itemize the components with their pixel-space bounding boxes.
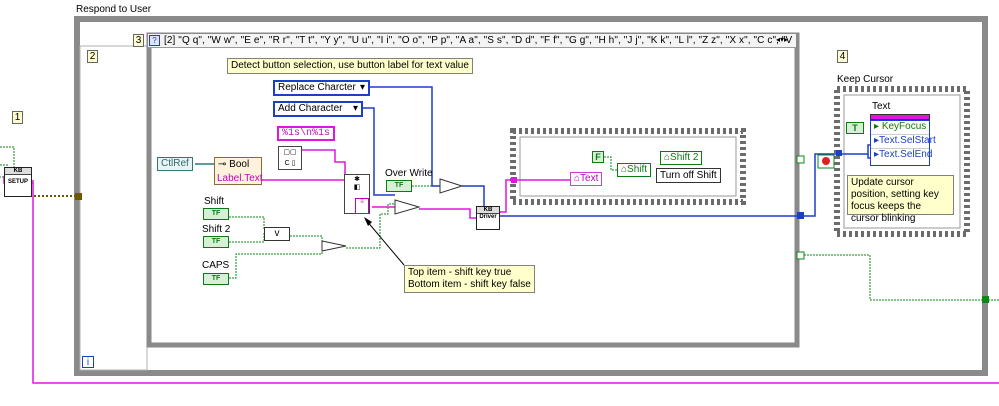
add-character-constant[interactable]: Add Character▾ bbox=[273, 101, 363, 117]
text-local-variable[interactable]: ⌂Text bbox=[570, 172, 603, 186]
overwrite-terminal[interactable]: TF bbox=[386, 180, 412, 192]
home-icon: ⌂ bbox=[621, 164, 628, 175]
index-array-node[interactable]: ≡ bbox=[355, 198, 369, 214]
frame-number-3: 3 bbox=[133, 34, 144, 47]
select-function bbox=[439, 178, 464, 194]
frame-2-region bbox=[79, 45, 148, 371]
caps-terminal[interactable]: TF bbox=[203, 273, 229, 285]
shift-local-variable[interactable]: ⌂Shift bbox=[617, 163, 652, 177]
turn-off-shift-label: Turn off Shift bbox=[656, 168, 721, 183]
frame-number-2: 2 bbox=[87, 50, 98, 63]
text-ref-label: Text bbox=[872, 101, 891, 112]
dropdown-arrow-icon: ▾ bbox=[359, 82, 365, 93]
label-text-property: Label.Text bbox=[217, 173, 263, 184]
home-icon: ⌂ bbox=[574, 173, 581, 184]
to-more-specific-class[interactable]: ⊸ Bool Label.Text bbox=[214, 157, 263, 185]
selstart-property: ▸Text.SelStart bbox=[871, 135, 936, 149]
select-function-2 bbox=[394, 199, 421, 215]
keyfocus-property: ▸ KeyFocus bbox=[871, 121, 929, 135]
comment-shift-line1: Top item - shift key true bbox=[408, 267, 512, 278]
ctlref-node[interactable]: CtlRef bbox=[157, 157, 193, 171]
or-function[interactable]: v bbox=[264, 227, 290, 241]
comment-detect: Detect button selection, use button labe… bbox=[227, 58, 473, 74]
frame-number-1: 1 bbox=[12, 111, 23, 124]
case-selector-icon[interactable]: ? bbox=[149, 35, 160, 46]
bool-class-label: ⊸ Bool bbox=[218, 159, 250, 170]
iteration-terminal: i bbox=[82, 356, 94, 368]
true-constant[interactable]: T bbox=[846, 122, 864, 134]
kb-driver-subvi[interactable]: KB Driver bbox=[476, 206, 500, 230]
case-selector-bar[interactable]: ? [2] "Q q", "W w", "E e", "R r", "T t",… bbox=[148, 34, 796, 48]
xor-function bbox=[321, 240, 347, 252]
shift-terminal[interactable]: TF bbox=[203, 208, 229, 220]
kb-setup-subvi[interactable]: KB SETUP bbox=[4, 167, 32, 197]
loop-label: Respond to User bbox=[76, 4, 152, 15]
selend-property: ▸Text.SelEnd bbox=[874, 149, 933, 160]
dropdown-arrow-icon: ▾ bbox=[352, 103, 358, 114]
false-constant[interactable]: F bbox=[592, 151, 604, 163]
text-property-node[interactable]: ▸ KeyFocus ▸Text.SelStart ▸Text.SelEnd bbox=[870, 120, 936, 166]
keep-cursor-label: Keep Cursor bbox=[837, 74, 894, 85]
shift2-terminal[interactable]: TF bbox=[203, 236, 229, 248]
frame-number-4: 4 bbox=[837, 50, 848, 63]
home-icon: ⌂ bbox=[664, 152, 671, 163]
replace-character-constant[interactable]: Replace Charcter▾ bbox=[273, 80, 370, 96]
shift-label: Shift bbox=[204, 196, 225, 207]
comment-shift: Top item - shift key true Bottom item - … bbox=[404, 265, 535, 293]
shift2-local-variable[interactable]: ⌂Shift 2 bbox=[660, 151, 703, 165]
shift2-label: Shift 2 bbox=[202, 224, 231, 235]
turn-off-shift-sequence bbox=[510, 128, 746, 205]
comment-shift-line2: Bottom item - shift key false bbox=[408, 279, 531, 290]
text-property-header bbox=[870, 114, 930, 120]
case-selector-label: [2] "Q q", "W w", "E e", "R r", "T t", "… bbox=[164, 35, 793, 46]
format-string-constant[interactable]: %1s\n%1s bbox=[277, 126, 336, 141]
string-subset-function[interactable]: ▢▢C ▯ bbox=[278, 146, 302, 170]
comment-cursor: Update cursor position, setting key focu… bbox=[847, 175, 954, 224]
case-prev-next-icon[interactable]: ◂▾▸ bbox=[776, 35, 789, 44]
caps-label: CAPS bbox=[202, 260, 230, 271]
overwrite-label: Over Write bbox=[385, 168, 433, 179]
